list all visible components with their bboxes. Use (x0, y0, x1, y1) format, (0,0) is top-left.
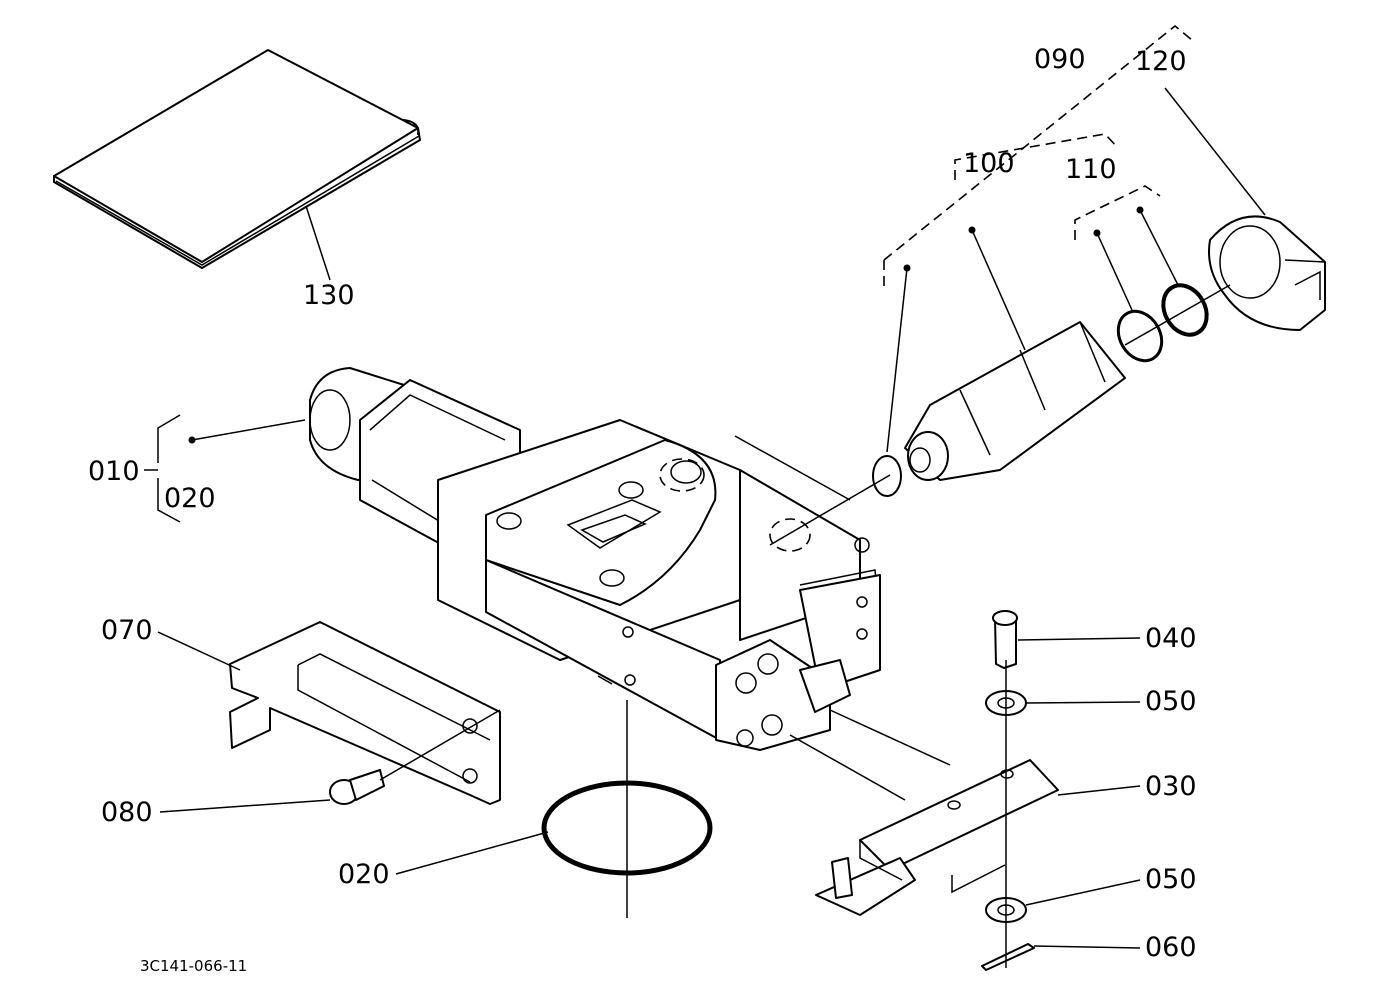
callout-090: 090 (1034, 44, 1086, 75)
callout-020-upper: 020 (164, 483, 216, 514)
callout-130: 130 (303, 280, 355, 311)
callout-100: 100 (963, 148, 1015, 179)
callout-030: 030 (1145, 771, 1197, 802)
callout-070: 070 (101, 615, 153, 646)
part-070-bracket (229, 621, 501, 805)
assembly-center-lines (379, 284, 1231, 968)
part-080-bolt (329, 769, 385, 805)
part-030-link (815, 759, 1059, 916)
callout-110: 110 (1065, 154, 1117, 185)
callout-020-lower: 020 (338, 859, 390, 890)
part-060-split-pin (981, 943, 1035, 971)
callout-040: 040 (1145, 623, 1197, 654)
callout-050-lower: 050 (1145, 864, 1197, 895)
part-130-manual (53, 49, 421, 269)
callout-050-upper: 050 (1145, 686, 1197, 717)
part-100-cartridge (872, 321, 1126, 497)
part-valve-body (309, 367, 881, 751)
part-120-clamp (1208, 215, 1326, 331)
part-040-pin (992, 610, 1018, 669)
callout-080: 080 (101, 797, 153, 828)
callout-060: 060 (1145, 932, 1197, 963)
callout-010: 010 (88, 456, 140, 487)
callout-120: 120 (1135, 46, 1187, 77)
group-brackets (157, 24, 1193, 523)
leader-lines (144, 87, 1266, 949)
drawing-code: 3C141-066-11 (140, 957, 248, 975)
